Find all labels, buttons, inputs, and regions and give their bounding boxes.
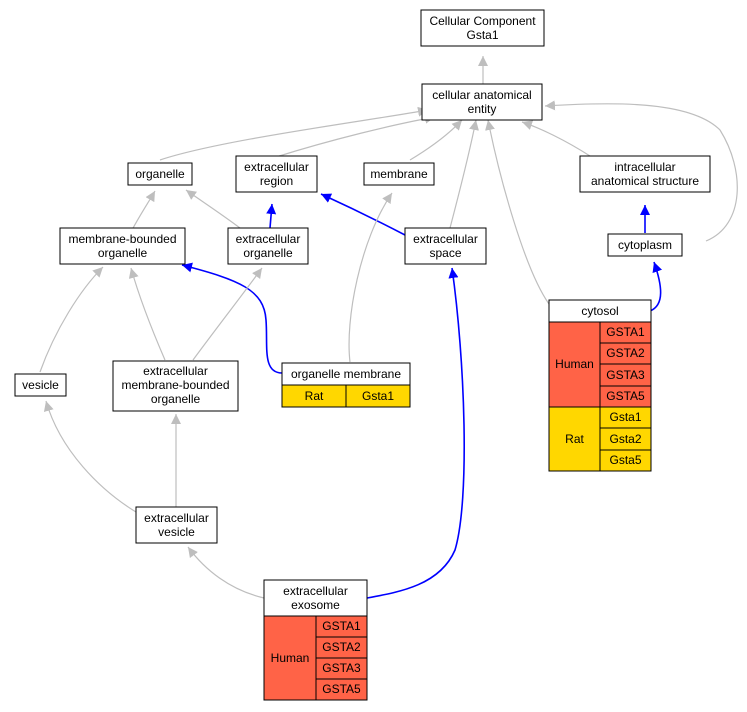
gene-label: GSTA3 (322, 661, 361, 675)
term-organelle-label: organelle (135, 167, 185, 181)
term-ecvesicle-line2: vesicle (158, 525, 195, 539)
term-cytosol-title: cytosol (581, 304, 618, 318)
term-cellular-anatomical-entity[interactable]: cellular anatomical entity (421, 83, 543, 121)
term-eco-line1: extracellular (236, 232, 301, 246)
term-exosome-line2: exosome (291, 598, 340, 612)
term-extracellular-exosome[interactable]: extracellular exosome Human GSTA1 GSTA2 … (263, 579, 368, 701)
species-label-human: Human (555, 357, 594, 371)
gene-label: GSTA5 (606, 389, 645, 403)
gene-label: Gsta2 (609, 432, 641, 446)
term-eco-line2: organelle (243, 246, 293, 260)
term-exosome-line1: extracellular (283, 584, 348, 598)
edge-ecmbo-to-mbo (128, 267, 166, 361)
edge-ecspace-to-cae (449, 119, 479, 229)
term-ecspace-line2: space (429, 246, 461, 260)
edge-organelle-to-cae (159, 106, 429, 161)
edge-ecmbo-to-eco (192, 267, 263, 361)
gene-label: Gsta1 (362, 389, 394, 403)
term-ecvesicle-line1: extracellular (144, 511, 209, 525)
edge-cytosol-to-cytoplasm (649, 261, 663, 312)
edge-orgmem-to-membrane (348, 192, 393, 363)
term-membrane-label: membrane (370, 167, 428, 181)
term-extracellular-organelle[interactable]: extracellular organelle (227, 227, 309, 265)
gene-label: Gsta5 (609, 453, 641, 467)
edges (39, 56, 738, 599)
species-cell-human (548, 321, 601, 408)
edge-mbo-to-organelle (131, 190, 156, 231)
species-label-rat: Rat (305, 389, 324, 403)
species-label-rat: Rat (565, 432, 584, 446)
gene-label: GSTA2 (322, 640, 361, 654)
term-root[interactable]: Cellular Component Gsta1 (420, 9, 545, 47)
term-ias-line1: intracellular (614, 160, 675, 174)
edge-cytoplasm-to-cae (544, 100, 738, 242)
edge-exosome-to-ecspace (366, 267, 465, 599)
gene-cell (599, 449, 652, 472)
term-root-line2: Gsta1 (466, 28, 498, 42)
term-extracellular-region[interactable]: extracellular region (235, 155, 318, 193)
gene-label: GSTA5 (322, 682, 361, 696)
edge-membrane-to-cae (409, 119, 463, 161)
edge-exosome-to-ecvesicle (187, 546, 265, 599)
edge-eco-to-organelle (185, 189, 241, 229)
term-vesicle-label: vesicle (22, 378, 59, 392)
edge-ias-to-cae (521, 120, 591, 157)
term-cytoplasm-label: cytoplasm (618, 238, 672, 252)
term-ecregion-line1: extracellular (244, 160, 309, 174)
term-ias-line2: anatomical structure (591, 174, 699, 188)
edge-ecspace-to-ecregion (320, 193, 406, 236)
term-ecregion-line2: region (260, 174, 293, 188)
edge-cytosol-to-cae (485, 119, 550, 305)
term-mbo-line2: organelle (98, 246, 148, 260)
gene-label: Gsta1 (609, 410, 641, 424)
term-root-line1: Cellular Component (429, 14, 536, 28)
term-ecmbo-line3: organelle (151, 392, 201, 406)
term-orgmem-title: organelle membrane (291, 367, 401, 381)
gene-cell (345, 384, 411, 408)
term-mbo-line1: membrane-bounded (68, 232, 176, 246)
gene-label: GSTA3 (606, 368, 645, 382)
species-cell-rat (548, 406, 601, 472)
species-label-human: Human (271, 651, 310, 665)
term-organelle-membrane[interactable]: organelle membrane Rat Gsta1 (281, 362, 411, 408)
term-extracellular-vesicle[interactable]: extracellular vesicle (135, 506, 218, 544)
term-extracellular-membrane-bounded-organelle[interactable]: extracellular membrane-bounded organelle (112, 360, 239, 412)
term-cytosol[interactable]: cytosol Human GSTA1 GSTA2 GSTA3 GSTA5 Ra… (548, 299, 652, 472)
edge-vesicle-to-mbo (39, 266, 104, 373)
gene-label: GSTA1 (606, 325, 645, 339)
gene-label: GSTA2 (606, 346, 645, 360)
term-extracellular-space[interactable]: extracellular space (404, 227, 487, 265)
term-ecmbo-line2: membrane-bounded (121, 378, 229, 392)
term-cytoplasm[interactable]: cytoplasm (607, 233, 683, 257)
term-cae-line1: cellular anatomical (432, 88, 531, 102)
gene-label: GSTA1 (322, 619, 361, 633)
term-cae-line2: entity (468, 102, 497, 116)
term-organelle[interactable]: organelle (127, 162, 193, 186)
term-vesicle[interactable]: vesicle (14, 373, 67, 397)
edge-ecregion-to-cae (275, 113, 436, 158)
gene-cell (315, 678, 368, 701)
edge-ecvesicle-to-vesicle (43, 400, 137, 513)
term-intracellular-anatomical-structure[interactable]: intracellular anatomical structure (579, 155, 711, 193)
edge-orgmem-to-mbo (181, 262, 283, 374)
term-ecspace-line1: extracellular (413, 232, 478, 246)
edge-eco-to-ecregion (266, 203, 277, 229)
term-membrane-bounded-organelle[interactable]: membrane-bounded organelle (59, 227, 186, 265)
term-membrane[interactable]: membrane (363, 162, 435, 186)
term-ecmbo-line1: extracellular (143, 364, 208, 378)
